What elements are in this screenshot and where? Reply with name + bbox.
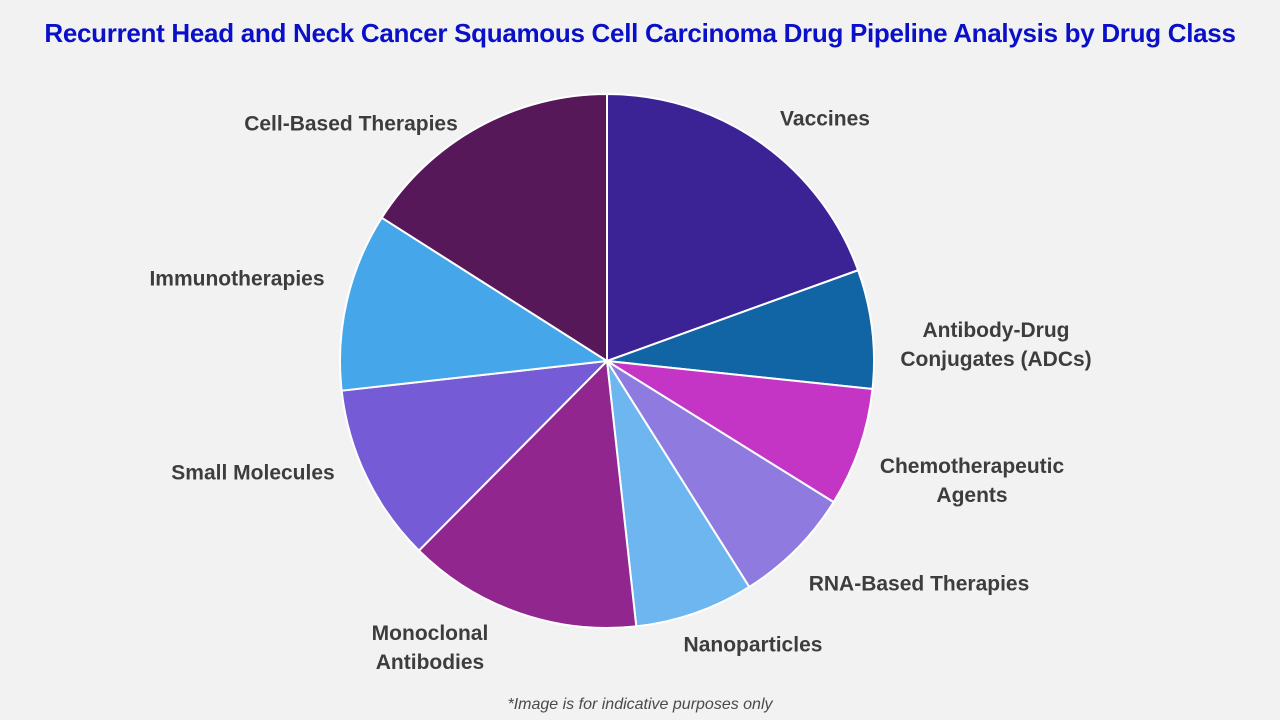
slice-label-line: Monoclonal bbox=[371, 622, 489, 645]
pie-slice-immunotherapies bbox=[339, 216, 608, 392]
chart-title: Recurrent Head and Neck Cancer Squamous … bbox=[44, 18, 1236, 48]
slice-label-line: Antibodies bbox=[375, 651, 485, 674]
slice-label-cell-based-therapies: Cell-Based Therapies bbox=[244, 110, 458, 139]
slice-label-line: Small Molecules bbox=[171, 461, 335, 485]
pie-slices bbox=[339, 93, 875, 629]
slice-label-line: Nanoparticles bbox=[683, 633, 823, 657]
pie-slice-antibody-drug-conjugates-adcs bbox=[606, 269, 875, 391]
slice-label-line: Conjugates (ADCs) bbox=[900, 348, 1092, 371]
slice-label-line: Vaccines bbox=[780, 107, 870, 131]
pie-slice-chemotherapeutic-agents bbox=[606, 360, 874, 504]
footnote: *Image is for indicative purposes only bbox=[507, 696, 773, 713]
slice-label-line: Chemotherapeutic bbox=[879, 455, 1065, 478]
pie-slice-rna-based-therapies bbox=[606, 360, 835, 588]
slice-label-line: Cell-Based Therapies bbox=[244, 112, 458, 136]
pie-slice-vaccines bbox=[606, 93, 860, 362]
slice-label-line: RNA-Based Therapies bbox=[808, 572, 1030, 596]
pie-slice-small-molecules bbox=[340, 360, 608, 552]
slice-label-line: Agents bbox=[936, 484, 1008, 507]
pie-slice-nanoparticles bbox=[606, 360, 751, 628]
slice-label-immunotherapies: Immunotherapies bbox=[149, 265, 324, 294]
slice-label-line: Antibody-Drug bbox=[922, 319, 1070, 342]
pie-slice-monoclonal-antibodies bbox=[417, 360, 638, 629]
slice-label-rna-based-therapies: RNA-Based Therapies bbox=[809, 570, 1030, 599]
slice-label-vaccines: Vaccines bbox=[780, 105, 870, 134]
slice-label-small-molecules: Small Molecules bbox=[171, 459, 334, 488]
pie-slice-cell-based-therapies bbox=[380, 93, 608, 362]
slice-label-nanoparticles: Nanoparticles bbox=[684, 631, 823, 660]
slice-label-line: Immunotherapies bbox=[149, 267, 325, 291]
